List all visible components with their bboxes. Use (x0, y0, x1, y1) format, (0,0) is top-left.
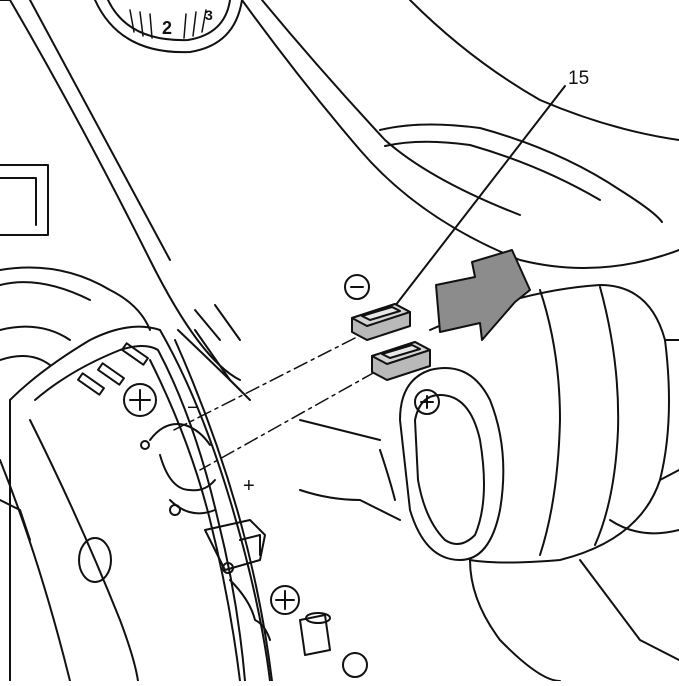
dial-digit-2: 2 (162, 18, 172, 38)
battery-compartment (0, 304, 368, 682)
callout-leader (387, 85, 566, 316)
insertion-arrow (435, 249, 531, 341)
alignment-lines (169, 337, 376, 471)
left-housing (0, 164, 151, 366)
minus-symbol-circle (344, 274, 370, 300)
contact-cap-lower (371, 341, 431, 381)
dial (94, 0, 243, 54)
dial-digit-3: 3 (205, 7, 213, 23)
handle-body (0, 0, 679, 381)
part-number-label: 15 (568, 68, 589, 89)
board-plus-mark: + (243, 475, 255, 497)
battery-tube (299, 284, 679, 682)
contact-cap-upper (351, 303, 411, 341)
plus-symbol-circle (414, 389, 440, 415)
board-minus-mark: − (187, 397, 199, 419)
